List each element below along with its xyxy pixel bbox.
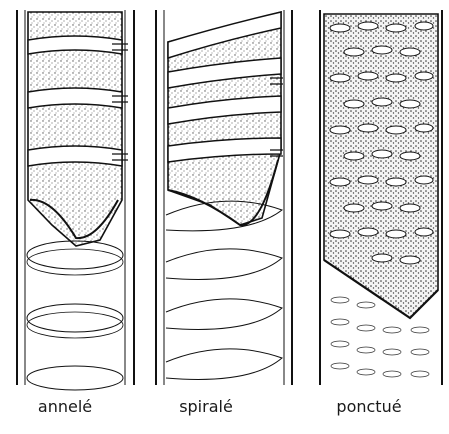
caption-spirale: spiralé	[146, 397, 266, 416]
caption-ponctue: ponctué	[309, 397, 429, 416]
caption-annele: annelé	[5, 397, 125, 416]
vessel-spirale	[156, 10, 292, 385]
vessel-annele	[17, 10, 134, 390]
vessel-ponctue	[320, 10, 442, 385]
